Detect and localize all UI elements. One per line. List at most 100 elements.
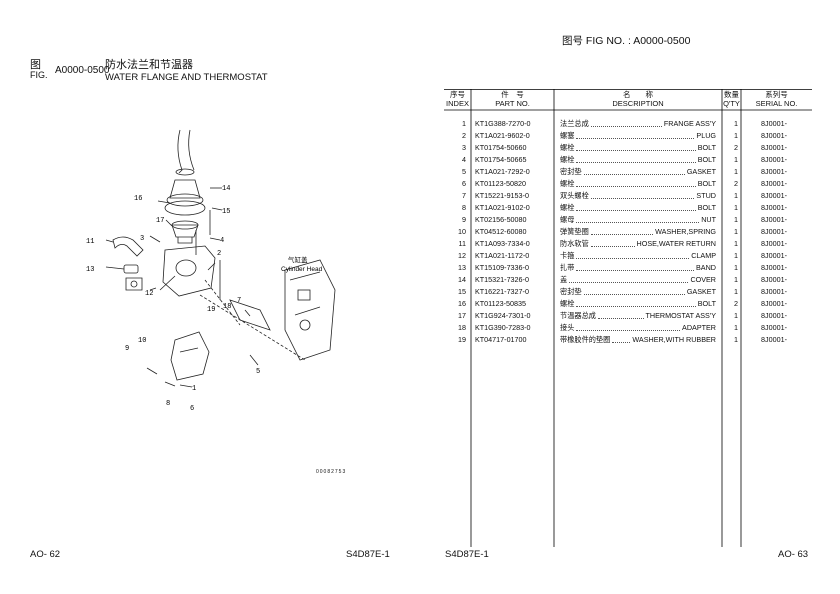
row-qty: 1 — [734, 167, 738, 176]
row-qty: 2 — [734, 299, 738, 308]
row-serial: 8J0001- — [761, 335, 787, 344]
row-desc-cn: 带橡胶件的垫圈 — [560, 335, 611, 344]
row-desc-cn: 接头 — [560, 323, 575, 332]
row-part-no: KT1A021-9602-0 — [475, 131, 530, 140]
callout-8: 8 — [166, 400, 170, 408]
callout-6: 6 — [190, 405, 194, 413]
row-index: 1 — [462, 119, 466, 128]
row-index: 18 — [458, 323, 466, 332]
row-part-no: KT02156-50080 — [475, 215, 527, 224]
fig-number: A0000-0500 — [55, 65, 110, 76]
row-part-no: KT01754-50660 — [475, 143, 527, 152]
row-part-no: KT16221-7327-0 — [475, 287, 529, 296]
row-part-no: KT15109-7336-0 — [475, 263, 529, 272]
row-leader-dots — [576, 270, 694, 271]
row-desc-en: HOSE,WATER RETURN — [636, 239, 716, 248]
row-desc-en: WASHER,SPRING — [655, 227, 716, 236]
table-rules — [444, 89, 812, 547]
left-footer-page: AO- 62 — [30, 549, 61, 560]
row-serial: 8J0001- — [761, 311, 787, 320]
callout-5: 5 — [256, 368, 260, 376]
right-fig-header: 图号 FIG NO. : A0000-0500 — [562, 33, 690, 48]
callout-15: 15 — [222, 208, 230, 216]
row-qty: 1 — [734, 251, 738, 260]
row-leader-dots — [576, 258, 689, 259]
row-qty: 1 — [734, 191, 738, 200]
row-desc-en: COVER — [690, 275, 716, 284]
row-desc-en: NUT — [701, 215, 716, 224]
callout-10: 10 — [138, 337, 146, 345]
row-qty: 1 — [734, 263, 738, 272]
row-desc-cn: 螺栓 — [560, 155, 575, 164]
row-serial: 8J0001- — [761, 239, 787, 248]
row-qty: 2 — [734, 179, 738, 188]
row-part-no: KT1G924-7301-0 — [475, 311, 531, 320]
row-desc-cn: 螺栓 — [560, 203, 575, 212]
row-desc-cn: 螺栓 — [560, 179, 575, 188]
row-leader-dots — [576, 210, 696, 211]
right-footer-page: AO- 63 — [778, 549, 809, 560]
fig-header-sep: : — [627, 35, 631, 47]
row-index: 5 — [462, 167, 466, 176]
row-index: 4 — [462, 155, 466, 164]
row-desc-cn: 螺栓 — [560, 143, 575, 152]
row-serial: 8J0001- — [761, 203, 787, 212]
row-leader-dots — [576, 138, 694, 139]
row-leader-dots — [576, 222, 699, 223]
row-qty: 1 — [734, 335, 738, 344]
row-leader-dots — [591, 126, 662, 127]
row-qty: 1 — [734, 203, 738, 212]
row-part-no: KT04512-60080 — [475, 227, 527, 236]
row-index: 13 — [458, 263, 466, 272]
row-part-no: KT04717-01700 — [475, 335, 527, 344]
right-footer-model: S4D87E-1 — [445, 549, 489, 560]
row-qty: 1 — [734, 119, 738, 128]
row-desc-en: BOLT — [697, 299, 716, 308]
row-part-no: KT1G390-7283-0 — [475, 323, 531, 332]
row-desc-cn: 防水软管 — [560, 239, 589, 248]
row-qty: 1 — [734, 323, 738, 332]
row-leader-dots — [598, 318, 644, 319]
row-serial: 8J0001- — [761, 251, 787, 260]
callout-16: 16 — [134, 195, 142, 203]
callout-11: 11 — [86, 238, 94, 246]
fig-label-en: FIG. — [30, 70, 48, 80]
fig-label-cn: 图 — [30, 59, 41, 71]
row-desc-cn: 节温器总成 — [560, 311, 596, 320]
row-serial: 8J0001- — [761, 167, 787, 176]
row-desc-en: GASKET — [686, 167, 716, 176]
exploded-parts-diagram: 气缸盖 Cylinder Head 1 2 3 4 5 6 7 8 9 10 1… — [86, 129, 336, 413]
row-serial: 8J0001- — [761, 155, 787, 164]
row-desc-en: ADAPTER — [682, 323, 716, 332]
drawing-code: 00082753 — [316, 469, 347, 475]
row-index: 12 — [458, 251, 466, 260]
row-desc-cn: 盖 — [560, 275, 568, 284]
row-qty: 1 — [734, 155, 738, 164]
title-en: WATER FLANGE AND THERMOSTAT — [105, 72, 268, 83]
row-part-no: KT01123-50835 — [475, 299, 527, 308]
row-index: 10 — [458, 227, 466, 236]
callout-14: 14 — [222, 185, 230, 193]
row-leader-dots — [584, 294, 685, 295]
cylinder-head-label-cn: 气缸盖 — [288, 255, 308, 264]
row-index: 9 — [462, 215, 466, 224]
row-desc-en: BOLT — [697, 179, 716, 188]
row-serial: 8J0001- — [761, 131, 787, 140]
row-index: 6 — [462, 179, 466, 188]
callout-2: 2 — [217, 250, 221, 258]
row-desc-en: BAND — [696, 263, 716, 272]
row-index: 17 — [458, 311, 466, 320]
row-leader-dots — [569, 282, 688, 283]
